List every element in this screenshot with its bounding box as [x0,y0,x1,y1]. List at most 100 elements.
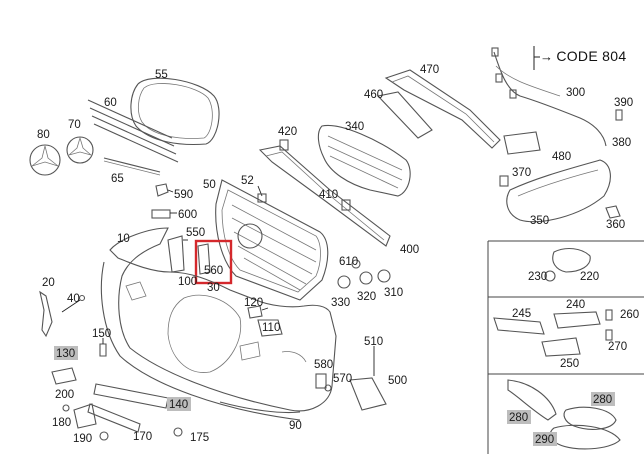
label-580: 580 [314,359,333,371]
part-90-chrome-strip [219,401,301,414]
label-570: 570 [333,373,352,385]
part-60-louvres [87,99,179,163]
part-340-grille [317,124,411,197]
part-550-bracket [167,235,188,273]
label-10: 10 [117,233,130,245]
part-600-clip [151,209,177,219]
part-570-bolt [324,384,332,392]
part-70-star-emblem [66,136,94,164]
label-120: 120 [244,297,263,309]
part-420-clip [279,139,289,151]
part-50-main-grille [215,179,329,301]
part-390-clip [615,109,623,121]
label-610: 610 [339,256,358,268]
label-130: 130 [56,348,75,360]
label-280-right: 280 [593,394,612,406]
label-310: 310 [384,287,403,299]
code-804-label: →CODE 804 [540,48,626,64]
label-190: 190 [73,433,92,445]
part-350-bracket [506,159,611,223]
label-550: 550 [186,227,205,239]
label-460: 460 [364,89,383,101]
part-190-screw [99,431,109,441]
label-370: 370 [512,167,531,179]
label-150: 150 [92,328,111,340]
label-270: 270 [608,341,627,353]
label-380: 380 [612,137,631,149]
label-52: 52 [241,175,254,187]
part-120-clip [247,305,269,319]
label-245: 245 [512,308,531,320]
label-480: 480 [552,151,571,163]
part-230-fog-lamp [544,270,556,282]
part-460-bracket [376,91,433,139]
part-280-frame [507,379,557,421]
label-40: 40 [67,293,80,305]
code-804-text: CODE 804 [556,48,627,64]
label-50: 50 [203,179,216,191]
part-580-clip [315,373,327,389]
label-250: 250 [560,358,579,370]
part-175-clip [173,427,183,437]
label-240: 240 [566,299,585,311]
part-10-bumper-cover [100,227,337,421]
arrow-right-icon: → [540,49,554,64]
part-150-pin [99,338,107,357]
label-20: 20 [42,277,55,289]
label-500: 500 [388,375,407,387]
label-230: 230 [528,271,547,283]
part-40-screw [61,294,86,313]
label-60: 60 [104,97,117,109]
part-590-clip [155,183,174,197]
label-470: 470 [420,64,439,76]
label-55: 55 [155,69,168,81]
part-400-impact-beam [258,145,391,247]
part-560-bracket [197,243,211,275]
label-140: 140 [169,399,188,411]
part-55-grille-frame [130,77,220,145]
label-220: 220 [580,271,599,283]
label-300: 300 [566,87,585,99]
part-240-trim [553,311,601,329]
label-400: 400 [400,244,419,256]
part-20-bracket [39,290,53,338]
label-340: 340 [345,121,364,133]
label-390: 390 [614,97,633,109]
callout-labels: 55 60 80 70 65 590 600 10 20 40 150 130 … [37,64,639,446]
label-260: 260 [620,309,639,321]
label-170: 170 [133,431,152,443]
part-130-sensor-bracket [51,367,77,385]
part-480-bracket [503,131,541,155]
part-220-fog-trim [552,247,591,273]
part-170-lower-trim [87,403,141,433]
label-90: 90 [289,420,302,432]
label-200: 200 [55,389,74,401]
label-175: 175 [190,432,209,444]
part-370-clip [499,175,509,187]
label-410: 410 [319,189,338,201]
part-610-clip [351,259,361,269]
part-360-bracket [605,205,621,219]
label-360: 360 [606,219,625,231]
label-290: 290 [535,434,554,446]
part-80-star-emblem [29,144,61,176]
shaded-label-backgrounds [54,346,615,446]
part-65-trim-strip [103,157,161,176]
label-510: 510 [364,336,383,348]
label-420: 420 [278,126,297,138]
label-70: 70 [68,119,81,131]
part-270-clip [605,329,613,341]
part-500-bracket [349,377,387,411]
part-140-spoiler [93,383,169,409]
label-80: 80 [37,129,50,141]
label-320: 320 [357,291,376,303]
label-110: 110 [262,322,280,334]
part-110-bracket [257,319,283,337]
part-200-clip [62,404,70,412]
label-600: 600 [178,209,197,221]
panel-borders [487,46,644,454]
label-350: 350 [530,215,549,227]
label-30: 30 [207,282,220,294]
part-470-crossmember [384,69,501,149]
